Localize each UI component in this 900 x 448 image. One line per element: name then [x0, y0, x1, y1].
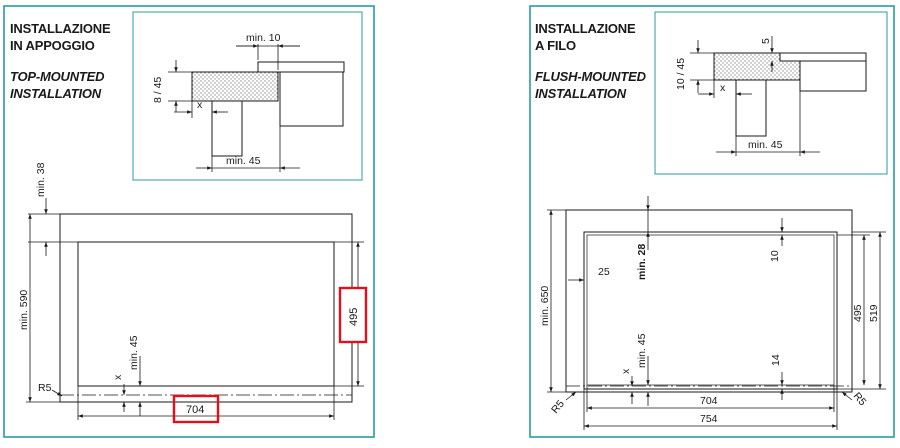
left-detail-min10: min. 10 — [246, 32, 281, 44]
right-panel-frame — [529, 5, 895, 438]
left-plan: min. 38 min. 590 R5 min. 45 x 704 — [18, 162, 368, 424]
right-detail-box: 5 10 / 45 x min. 45 — [654, 11, 888, 175]
left-plan-x: x — [112, 374, 124, 380]
right-title-it-1: INSTALLAZIONE — [535, 21, 636, 36]
right-detail-thk: 10 / 45 — [675, 58, 687, 90]
left-detail-x: x — [197, 99, 203, 111]
left-detail-min45: min. 45 — [226, 155, 261, 167]
right-plan-h519: 519 — [868, 304, 880, 322]
right-plan-n25: 25 — [598, 266, 610, 278]
right-plan-w704: 704 — [700, 395, 718, 407]
right-panel: INSTALLAZIONE A FILO FLUSH-MOUNTED INSTA… — [529, 5, 895, 438]
right-title-it-2: A FILO — [535, 38, 576, 53]
left-495-highlight — [338, 286, 368, 344]
right-plan-min650: min. 650 — [539, 286, 551, 326]
left-plan-min38: min. 38 — [35, 162, 47, 197]
right-plan-w754: 754 — [700, 413, 718, 425]
left-title-en-2: INSTALLATION — [10, 86, 102, 101]
left-plan-h495: 495 — [348, 308, 360, 326]
right-title-en-2: INSTALLATION — [535, 86, 627, 101]
right-detail-x: x — [720, 82, 726, 94]
right-detail-five: 5 — [760, 38, 772, 44]
left-title-en-1: TOP-MOUNTED — [10, 69, 105, 84]
right-plan-x: x — [620, 368, 632, 374]
left-panel-frame — [3, 5, 375, 438]
right-plan-min45: min. 45 — [636, 333, 648, 368]
left-detail-thk: 8 / 45 — [152, 77, 164, 103]
right-plan-n10: 10 — [769, 250, 781, 262]
right-detail-min45: min. 45 — [748, 139, 783, 151]
right-title-en-1: FLUSH-MOUNTED — [535, 69, 647, 84]
right-plan-r5a: R5 — [549, 398, 567, 416]
left-title-it-1: INSTALLAZIONE — [10, 21, 111, 36]
left-panel: INSTALLAZIONE IN APPOGGIO TOP-MOUNTED IN… — [3, 5, 375, 438]
right-plan-r5b: R5 — [851, 390, 869, 408]
right-plan-h495: 495 — [852, 304, 864, 322]
left-plan-r5: R5 — [38, 382, 52, 394]
left-704-highlight — [172, 394, 220, 424]
left-plan-w704: 704 — [186, 404, 204, 416]
left-plan-min590: min. 590 — [18, 290, 30, 330]
right-plan-n14: 14 — [770, 354, 782, 366]
left-title-it-2: IN APPOGGIO — [10, 38, 95, 53]
left-detail-box: min. 10 8 / 45 x min. 45 — [132, 11, 363, 181]
right-plan: min. 650 25 min. 28 10 min. 45 14 x — [539, 196, 886, 430]
right-plan-min28: min. 28 — [636, 244, 648, 280]
left-plan-min45: min. 45 — [128, 335, 140, 370]
